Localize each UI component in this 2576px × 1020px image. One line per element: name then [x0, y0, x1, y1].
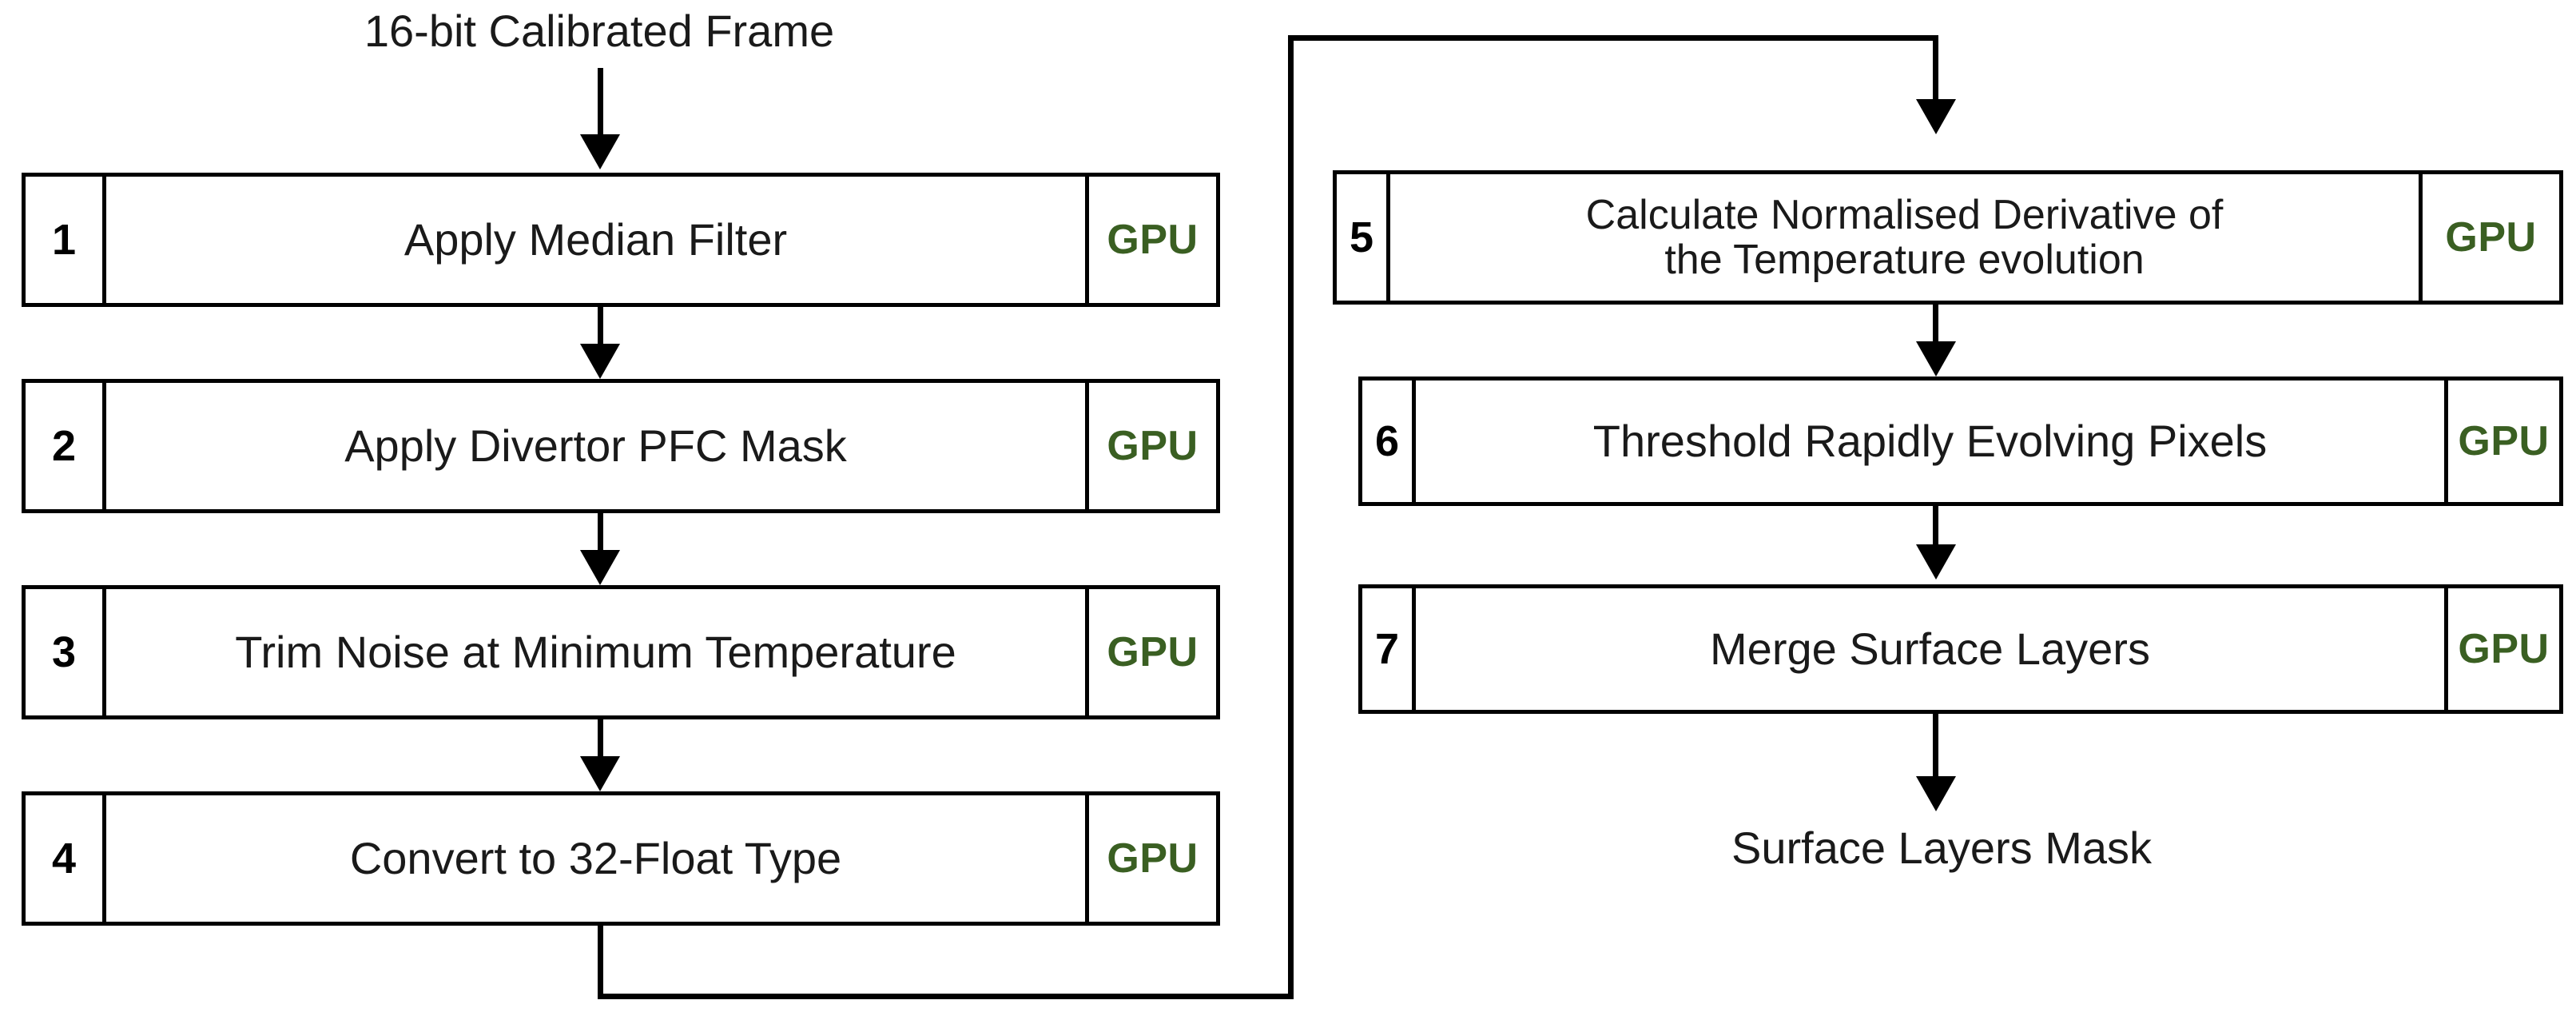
connector-5-6-arrowhead	[1916, 341, 1956, 377]
step-number-4: 4	[26, 795, 106, 922]
connector-input-arrowhead	[580, 134, 620, 169]
step-number-6: 6	[1362, 381, 1416, 502]
step-box-6[interactable]: 6 Threshold Rapidly Evolving Pixels GPU	[1358, 377, 2563, 506]
step-tag-6: GPU	[2444, 381, 2559, 502]
connector-2-3-shaft	[598, 513, 603, 552]
output-label: Surface Layers Mask	[1731, 823, 2152, 873]
step-box-7[interactable]: 7 Merge Surface Layers GPU	[1358, 584, 2563, 714]
connector-7-output-arrowhead	[1916, 776, 1956, 811]
connector-1-2-arrowhead	[580, 344, 620, 379]
connector-6-7-arrowhead	[1916, 544, 1956, 580]
step-tag-3: GPU	[1085, 589, 1216, 715]
step-box-2[interactable]: 2 Apply Divertor PFC Mask GPU	[22, 379, 1220, 513]
step-tag-2: GPU	[1085, 383, 1216, 509]
step-box-5[interactable]: 5 Calculate Normalised Derivative of the…	[1333, 170, 2563, 305]
connector-1-2-shaft	[598, 307, 603, 345]
step-box-3[interactable]: 3 Trim Noise at Minimum Temperature GPU	[22, 585, 1220, 719]
step-number-2: 2	[26, 383, 106, 509]
step-box-1[interactable]: 1 Apply Median Filter GPU	[22, 173, 1220, 307]
connector-2-3-arrowhead	[580, 550, 620, 585]
step-label-7: Merge Surface Layers	[1710, 623, 2150, 674]
step-label-3: Trim Noise at Minimum Temperature	[235, 626, 956, 677]
connector-4-5-right-segment	[1288, 35, 1294, 999]
connector-5-6-shaft	[1933, 305, 1938, 343]
step-number-7: 7	[1362, 588, 1416, 710]
step-number-3: 3	[26, 589, 106, 715]
step-label-6: Threshold Rapidly Evolving Pixels	[1592, 415, 2268, 466]
input-label: 16-bit Calibrated Frame	[364, 6, 835, 56]
connector-3-4-arrowhead	[580, 756, 620, 791]
step-tag-1: GPU	[1085, 177, 1216, 303]
connector-4-5-arrowhead	[1916, 99, 1956, 134]
step-label-5-line1: Calculate Normalised Derivative of	[1585, 191, 2224, 238]
connector-3-4-shaft	[598, 719, 603, 758]
connector-6-7-shaft	[1933, 506, 1938, 546]
step-tag-4: GPU	[1085, 795, 1216, 922]
step-label-4: Convert to 32-Float Type	[349, 832, 842, 883]
connector-4-5-top-segment	[1288, 35, 1938, 41]
connector-4-5-down-segment	[598, 926, 603, 999]
connector-input-shaft	[598, 68, 603, 136]
step-tag-7: GPU	[2444, 588, 2559, 710]
connector-4-5-bottom-segment	[598, 994, 1294, 999]
step-label-1: Apply Median Filter	[403, 213, 788, 265]
step-tag-5: GPU	[2419, 174, 2559, 301]
connector-7-output-shaft	[1933, 714, 1938, 778]
step-label-5: Calculate Normalised Derivative of the T…	[1390, 174, 2419, 301]
step-label-5-line2: the Temperature evolution	[1664, 237, 2145, 283]
step-box-4[interactable]: 4 Convert to 32-Float Type GPU	[22, 791, 1220, 926]
step-label-2: Apply Divertor PFC Mask	[344, 420, 847, 471]
step-number-5: 5	[1337, 174, 1390, 301]
connector-4-5-entry-shaft	[1933, 35, 1938, 101]
step-number-1: 1	[26, 177, 106, 303]
